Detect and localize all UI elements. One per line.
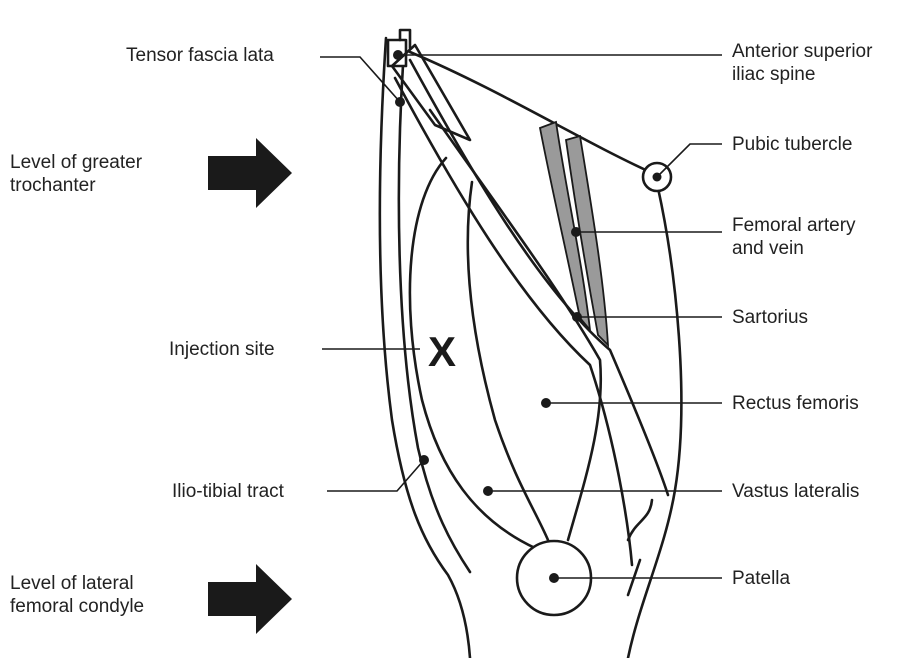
inguinal-ligament	[410, 52, 650, 172]
label-patella: Patella	[732, 567, 790, 590]
right-arrow-icon	[208, 564, 292, 634]
sartorius-upper-line	[410, 60, 668, 495]
label-rectus-femoris: Rectus femoris	[732, 392, 859, 415]
label-sartorius: Sartorius	[732, 306, 808, 329]
rectus-femoris-left	[468, 182, 548, 540]
label-vastus-lateralis: Vastus lateralis	[732, 480, 859, 503]
label-asis: Anterior superior iliac spine	[732, 40, 872, 86]
label-ilio-tibial-tract: Ilio-tibial tract	[172, 480, 284, 503]
injection-site-mark: X	[428, 329, 456, 375]
leader-ilio-tibial-tract	[327, 460, 424, 491]
right-arrow-icon	[208, 138, 292, 208]
label-pubic-tubercle: Pubic tubercle	[732, 133, 852, 156]
label-injection-site: Injection site	[169, 338, 275, 361]
label-femoral-vessels: Femoral artery and vein	[732, 214, 856, 260]
label-level-greater-trochanter: Level of greater trochanter	[10, 151, 142, 197]
label-tensor-fascia-lata: Tensor fascia lata	[126, 44, 274, 67]
label-level-lateral-condyle: Level of lateral femoral condyle	[10, 572, 144, 618]
medial-thigh-outline	[628, 188, 681, 658]
